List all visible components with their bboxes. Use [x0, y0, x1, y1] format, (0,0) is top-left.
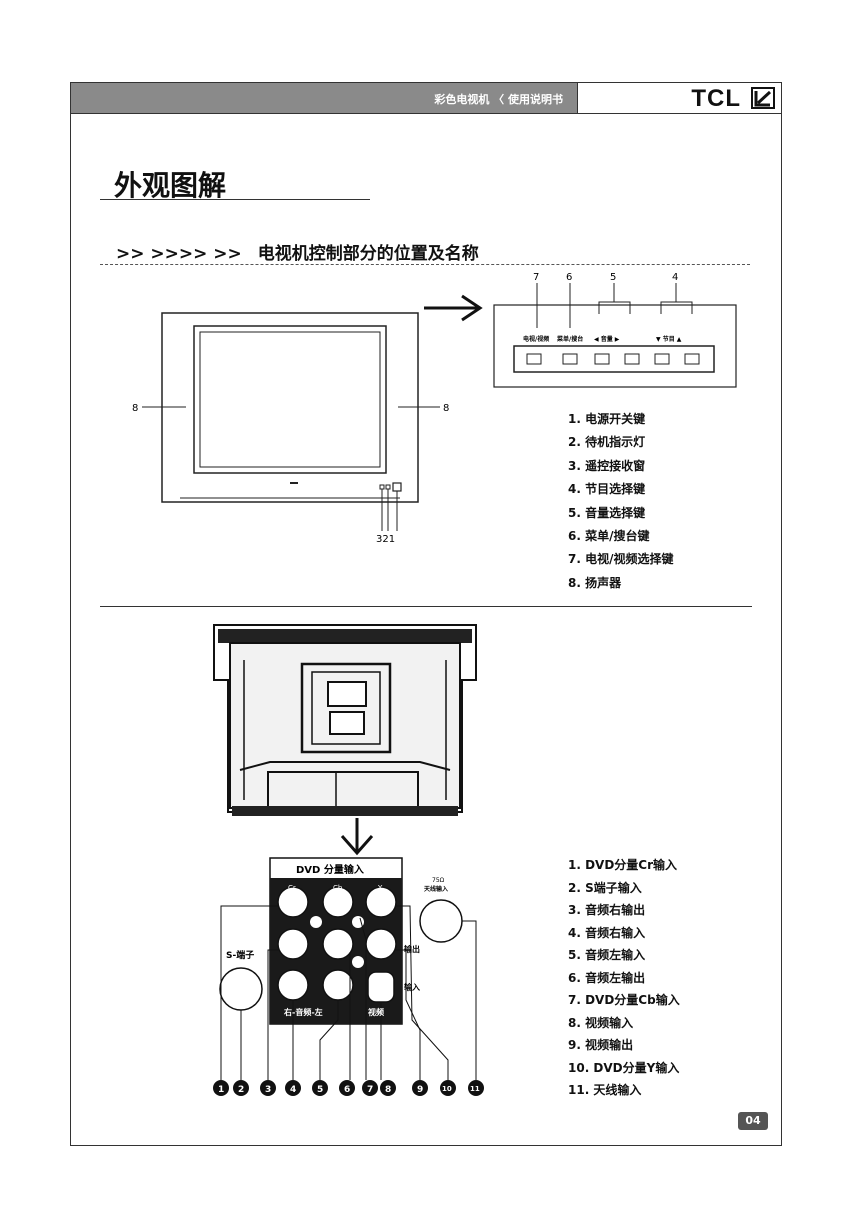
brand-mark-icon	[751, 87, 775, 109]
disc-3: 3	[265, 1085, 271, 1095]
callout-discs	[213, 1080, 484, 1096]
callout-right-8: 8	[443, 403, 449, 414]
arrow-right-icon	[424, 294, 483, 322]
rear-legend-item: 4. 音频右输入	[568, 925, 646, 940]
front-legend-item: 5. 音量选择键	[568, 505, 646, 520]
section-arrows: >> >>>> >>	[116, 244, 242, 264]
brand-area: TCL	[578, 83, 781, 113]
header-bar: 彩色电视机 〈 使用说明书 TCL	[70, 82, 782, 114]
section-divider-mid	[100, 606, 752, 607]
rear-legend-item: 9. 视频输出	[568, 1038, 634, 1052]
disc-10: 10	[442, 1085, 452, 1093]
disc-8: 8	[385, 1085, 391, 1095]
disc-6: 6	[344, 1085, 350, 1095]
arrow-down-icon	[340, 818, 374, 856]
rear-legend-item: 11. 天线输入	[568, 1083, 642, 1097]
antenna-label-ohm: 75Ω	[432, 877, 445, 884]
rear-legend-item: 5. 音频左输入	[568, 948, 646, 962]
rear-legend-item: 6. 音频左输出	[568, 970, 646, 985]
disc-7: 7	[367, 1085, 373, 1095]
jack-panel-illustration	[219, 857, 477, 1080]
page-title: 外观图解	[114, 169, 227, 202]
disc-4: 4	[290, 1085, 296, 1095]
disc-5: 5	[317, 1085, 323, 1095]
brand-logo: TCL	[691, 85, 741, 112]
antenna-label-text: 天线输入	[424, 885, 448, 893]
front-legend-item: 1. 电源开关键	[568, 412, 646, 426]
dvd-header-label: DVD 分量输入	[296, 863, 364, 876]
jack-label-y: Y	[377, 884, 383, 892]
header-banner: 彩色电视机 〈 使用说明书	[71, 83, 578, 113]
output-label: 输出	[404, 944, 420, 954]
button-label-volume: ◀ 音量 ▶	[594, 335, 620, 343]
audio-lr-label: 右-音频-左	[283, 1007, 323, 1017]
s-terminal-label: S-端子	[226, 949, 254, 961]
disc-9: 9	[417, 1085, 423, 1095]
rear-legend-item: 7. DVD分量Cb输入	[568, 993, 680, 1007]
control-panel-illustration	[493, 283, 737, 388]
front-legend-item: 2. 待机指示灯	[568, 435, 646, 450]
page-number: 04	[738, 1112, 768, 1130]
disc-11: 11	[470, 1085, 480, 1093]
header-subtitle: 彩色电视机 〈 使用说明书	[434, 93, 563, 106]
input-label: 输入	[404, 982, 420, 992]
jack-label-cr: Cr	[288, 884, 296, 892]
title-divider	[100, 199, 370, 200]
front-legend-list: 1. 电源开关键 2. 待机指示灯 3. 遥控接收窗 4. 节目选择键 5. 音…	[568, 408, 673, 595]
callout-7: 7	[533, 272, 539, 283]
front-legend-item: 7. 电视/视频选择键	[568, 552, 674, 567]
disc-2: 2	[238, 1085, 244, 1095]
video-label: 视频	[368, 1007, 384, 1017]
callout-5: 5	[610, 272, 616, 283]
front-legend-item: 4. 节目选择键	[568, 482, 646, 497]
callout-4: 4	[672, 272, 678, 283]
rear-legend-item: 2. S端子输入	[568, 880, 642, 895]
rear-legend-item: 10. DVD分量Y输入	[568, 1060, 680, 1075]
callout-bottom-321: 321	[376, 534, 395, 545]
tv-front-illustration	[142, 312, 440, 531]
section-divider	[100, 264, 750, 265]
rear-legend-list: 1. DVD分量Cr输入 2. S端子输入 3. 音频右输出 4. 音频右输入 …	[568, 854, 680, 1102]
section-title-text: 电视机控制部分的位置及名称	[257, 244, 479, 264]
button-label-menu: 菜单/搜台	[556, 335, 583, 343]
section-heading: >> >>>> >> 电视机控制部分的位置及名称	[116, 239, 479, 264]
disc-1: 1	[218, 1085, 224, 1095]
jack-label-cb: Cb	[333, 884, 343, 892]
button-label-program: ▼ 节目 ▲	[656, 335, 682, 343]
rear-legend-item: 8. 视频输入	[568, 1015, 634, 1030]
button-label-tv-av: 电视/视频	[523, 335, 549, 343]
rear-legend-item: 1. DVD分量Cr输入	[568, 858, 678, 872]
front-legend-item: 6. 菜单/搜台键	[568, 529, 650, 544]
tv-rear-illustration	[213, 624, 477, 816]
front-legend-item: 3. 遥控接收窗	[568, 458, 646, 473]
callout-6: 6	[566, 272, 572, 283]
front-legend-item: 8. 扬声器	[568, 575, 622, 590]
rear-legend-item: 3. 音频右输出	[568, 903, 646, 917]
callout-left-8: 8	[132, 403, 138, 414]
